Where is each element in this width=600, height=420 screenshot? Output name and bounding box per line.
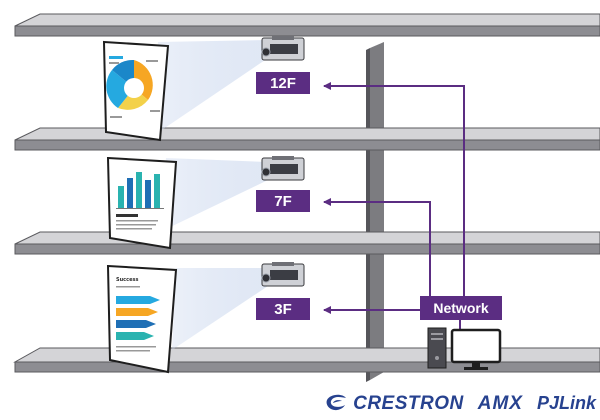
network-label: Network xyxy=(433,300,488,316)
projection-beam-7f xyxy=(160,158,268,232)
network-line-12f xyxy=(323,82,465,296)
projection-beam-12f xyxy=(150,40,268,138)
computer-icon xyxy=(427,327,502,370)
projection-beam-3f xyxy=(172,268,268,350)
network-badge: Network xyxy=(420,296,502,320)
floor-badge-12f: 12F xyxy=(256,72,310,94)
floor-badge-3f: 3F xyxy=(256,298,310,320)
floor-label: 12F xyxy=(270,75,296,92)
projector-3f-icon xyxy=(261,262,305,287)
floor-label: 3F xyxy=(274,301,292,318)
shelf-middle xyxy=(14,231,600,255)
crestron-swirl-icon xyxy=(326,394,347,411)
screen-7f xyxy=(106,156,178,250)
shelf-top xyxy=(14,13,600,37)
amx-logo: AMX xyxy=(477,392,523,414)
shelf-upper xyxy=(14,127,600,151)
screen-12f xyxy=(102,40,170,142)
partner-logos: CRESTRON AMX PJLink xyxy=(268,388,596,418)
divider-wall xyxy=(366,42,384,382)
shelf-bottom xyxy=(13,347,600,373)
network-line-7f xyxy=(323,198,431,296)
pjlink-logo: PJLink xyxy=(536,393,596,413)
screen-3f-heading: Success xyxy=(116,277,138,283)
crestron-logo-text: CRESTRON xyxy=(353,392,464,414)
floor-badge-7f: 7F xyxy=(256,190,310,212)
screen-3f: Success xyxy=(106,264,178,374)
projector-12f-icon xyxy=(261,36,305,61)
crestron-logo: CRESTRON xyxy=(324,394,464,413)
projector-7f-icon xyxy=(261,156,305,181)
floor-label: 7F xyxy=(274,193,292,210)
